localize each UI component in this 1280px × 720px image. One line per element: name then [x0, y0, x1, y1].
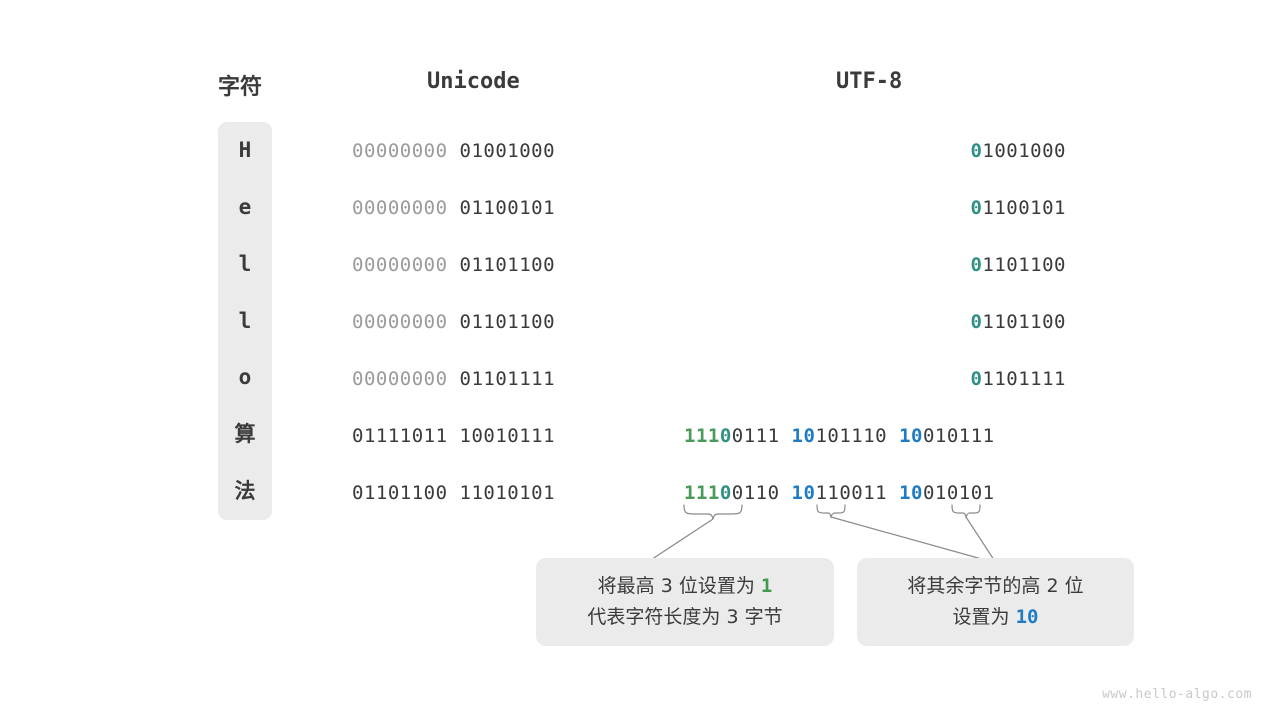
- utf8-prefix-bits: 0: [970, 253, 983, 276]
- character-cell: l: [238, 251, 252, 276]
- unicode-code-point: 00000000 01100101: [352, 179, 555, 236]
- utf8-byte: 01101111: [970, 368, 1066, 390]
- unicode-code-point: 00000000 01101100: [352, 293, 555, 350]
- unicode-low-byte: 01101111: [459, 367, 556, 390]
- utf8-payload-bits: 1101100: [982, 310, 1066, 333]
- unicode-code-point: 01101100 11010101: [352, 464, 555, 521]
- utf8-prefix-bits: 111: [684, 481, 720, 504]
- unicode-code-point: 00000000 01001000: [352, 122, 555, 179]
- unicode-code-point: 00000000 01101111: [352, 350, 555, 407]
- unicode-low-byte: 01101100: [459, 253, 556, 276]
- utf8-payload-bits: 0110: [731, 481, 780, 504]
- utf8-prefix-bits: 0: [970, 367, 983, 390]
- column-header-unicode: Unicode: [427, 69, 520, 94]
- unicode-high-byte: 01101100: [352, 481, 448, 504]
- unicode-high-byte: 00000000: [352, 253, 448, 276]
- unicode-high-byte: 00000000: [352, 139, 448, 162]
- character-cell: e: [238, 194, 252, 219]
- utf8-encoding: 01001000: [970, 122, 1066, 179]
- annotation-line-1: 将最高 3 位设置为 1: [598, 571, 773, 602]
- character-cell: 法: [234, 479, 256, 504]
- character-cell: o: [238, 365, 252, 390]
- utf8-prefix-bits: 10: [791, 481, 816, 504]
- unicode-low-byte: 10010111: [459, 424, 556, 447]
- unicode-low-byte: 01100101: [459, 196, 556, 219]
- annotation-line-1: 将其余字节的高 2 位: [907, 574, 1084, 597]
- utf8-encoding: 01101100: [970, 293, 1066, 350]
- character-cell: H: [238, 137, 252, 162]
- utf8-payload-bits: 1101111: [982, 367, 1066, 390]
- utf8-prefix-bits: 10: [899, 481, 923, 504]
- utf8-encoding: 01101111: [970, 350, 1066, 407]
- utf8-prefix-bits: 0: [970, 196, 983, 219]
- annotation-line-2: 设置为 10: [953, 602, 1039, 633]
- utf8-payload-bits: 101110: [815, 424, 888, 447]
- utf8-encoding: 01100101: [970, 179, 1066, 236]
- annotation-highlight-ten: 10: [1015, 606, 1039, 628]
- unicode-low-byte: 01001000: [459, 139, 556, 162]
- utf8-prefix-terminator-bit: 0: [719, 424, 732, 447]
- utf8-prefix-bits: 111: [684, 424, 720, 447]
- annotation-highlight-one: 1: [760, 574, 773, 597]
- utf8-payload-bits: 010111: [922, 424, 995, 447]
- unicode-high-byte: 00000000: [352, 367, 448, 390]
- unicode-high-byte: 00000000: [352, 310, 448, 333]
- utf8-byte: 10010101: [899, 482, 995, 504]
- utf8-prefix-terminator-bit: 0: [719, 481, 732, 504]
- column-header-utf8: UTF-8: [836, 69, 903, 94]
- unicode-low-byte: 11010101: [459, 481, 556, 504]
- unicode-code-point: 01111011 10010111: [352, 407, 555, 464]
- utf8-payload-bits: 1101100: [982, 253, 1066, 276]
- unicode-high-byte: 00000000: [352, 196, 448, 219]
- annotation-box-continuation-bits: 将其余字节的高 2 位 设置为 10: [857, 558, 1134, 646]
- unicode-high-byte: 01111011: [352, 424, 448, 447]
- annotation-box-leading-bits: 将最高 3 位设置为 1 代表字符长度为 3 字节: [536, 558, 834, 646]
- annotation-line-2-text: 设置为: [952, 606, 1016, 628]
- utf8-prefix-bits: 0: [970, 139, 983, 162]
- annotation-line-1-text: 将最高 3 位设置为: [597, 574, 761, 597]
- utf8-encoding: 01101100: [970, 236, 1066, 293]
- utf8-payload-bits: 1001000: [982, 139, 1066, 162]
- utf8-payload-bits: 110011: [815, 481, 888, 504]
- utf8-byte: 01101100: [970, 254, 1066, 276]
- utf8-byte: 10010111: [899, 425, 995, 447]
- watermark: www.hello-algo.com: [1102, 687, 1252, 702]
- character-cell: 算: [234, 422, 256, 447]
- column-header-character: 字符: [218, 75, 263, 100]
- utf8-byte: 01101100: [970, 311, 1066, 333]
- utf8-payload-bits: 0111: [731, 424, 780, 447]
- utf8-byte: 01100101: [970, 197, 1066, 219]
- utf8-byte: 11100110: [684, 482, 780, 504]
- character-cell: l: [238, 308, 252, 333]
- utf8-byte: 11100111: [684, 425, 780, 447]
- unicode-low-byte: 01101100: [459, 310, 556, 333]
- utf8-prefix-bits: 0: [970, 310, 983, 333]
- utf8-payload-bits: 010101: [922, 481, 995, 504]
- annotation-line-2: 代表字符长度为 3 字节: [587, 606, 783, 628]
- utf8-byte: 01001000: [970, 140, 1066, 162]
- utf8-byte: 10110011: [792, 482, 888, 504]
- unicode-code-point: 00000000 01101100: [352, 236, 555, 293]
- utf8-byte: 10101110: [792, 425, 888, 447]
- utf8-payload-bits: 1100101: [982, 196, 1066, 219]
- utf8-prefix-bits: 10: [899, 424, 923, 447]
- utf8-prefix-bits: 10: [791, 424, 816, 447]
